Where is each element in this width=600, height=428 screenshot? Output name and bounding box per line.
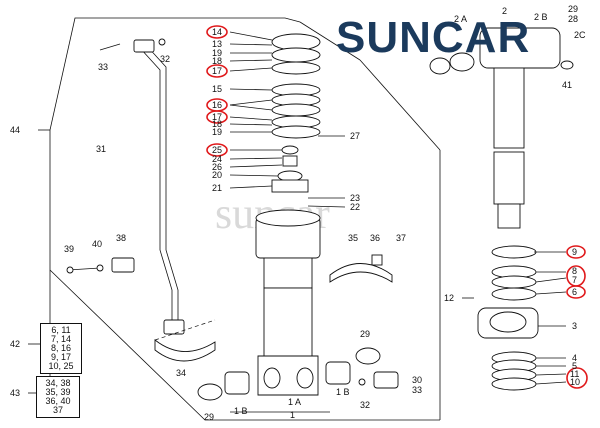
label-6: 6	[572, 287, 577, 297]
label-3: 3	[572, 321, 577, 331]
label-40: 40	[92, 239, 102, 249]
kit-43-table: 34, 38 35, 39 36, 40 37	[36, 376, 80, 418]
label-8: 8	[572, 266, 577, 276]
kit-42-row: 6, 11	[51, 325, 71, 335]
label-30: 30	[412, 375, 422, 385]
label-38: 38	[116, 233, 126, 243]
label-10: 10	[570, 377, 580, 387]
label-14: 14	[212, 27, 222, 37]
label-25: 25	[212, 145, 222, 155]
highlight-25	[206, 143, 228, 157]
label-42: 42	[10, 339, 20, 349]
label-2c: 2C	[574, 30, 586, 40]
label-39: 39	[64, 244, 74, 254]
pipe-31	[133, 39, 185, 335]
kit-42-row: 7, 14	[50, 334, 72, 344]
label-2: 2	[502, 6, 507, 16]
highlight-9	[566, 245, 586, 259]
cylinder-barrel	[255, 209, 321, 396]
label-32-bottom: 32	[360, 400, 370, 410]
label-13: 13	[212, 39, 222, 49]
label-36: 36	[370, 233, 380, 243]
label-5: 5	[572, 361, 577, 371]
label-41: 41	[562, 80, 572, 90]
highlight-6	[566, 285, 586, 299]
kit-43-row: 37	[52, 405, 63, 415]
kit-43-row: 35, 39	[45, 387, 71, 397]
label-22: 22	[350, 202, 360, 212]
kit-43-row: 34, 38	[45, 378, 71, 388]
label-17-bottom: 17	[212, 112, 222, 122]
label-23: 23	[350, 193, 360, 203]
label-29-mid: 29	[360, 329, 370, 339]
label-15: 15	[212, 84, 222, 94]
label-2b: 2 B	[534, 12, 548, 22]
label-19-bottom: 19	[212, 127, 222, 137]
label-21: 21	[212, 183, 222, 193]
label-1b-right: 1 B	[336, 387, 350, 397]
label-31: 31	[96, 144, 106, 154]
label-43: 43	[10, 388, 20, 398]
block-38	[111, 257, 135, 273]
label-33-top: 33	[98, 62, 108, 72]
label-1a: 1 A	[288, 397, 301, 407]
kit-42-table: 6, 11 7, 14 8, 16 9, 17 10, 25	[40, 323, 82, 374]
label-34: 34	[176, 368, 186, 378]
brand-logo: SUNCAR	[336, 13, 530, 62]
label-24: 24	[212, 154, 222, 164]
bolt-39-40	[66, 264, 104, 274]
label-26: 26	[212, 162, 222, 172]
label-37: 37	[396, 233, 406, 243]
label-4: 4	[572, 353, 577, 363]
label-1: 1	[290, 410, 295, 420]
label-1b-left: 1 B	[234, 406, 248, 416]
label-11: 11	[570, 369, 579, 379]
right-seals	[462, 245, 539, 391]
label-18-bottom: 18	[212, 119, 222, 129]
highlight-17-top	[206, 64, 228, 78]
seal-stack	[271, 33, 321, 193]
shaft-2	[429, 27, 574, 229]
kit-42-row: 8, 16	[50, 343, 72, 353]
bolt-32-33	[99, 38, 166, 51]
label-16: 16	[212, 100, 222, 110]
label-29-top: 29	[568, 4, 578, 14]
label-28: 28	[568, 14, 578, 24]
label-33-bottom: 33	[412, 385, 422, 395]
highlight-17-bottom	[206, 110, 228, 124]
highlight-circles	[206, 25, 588, 389]
kit-42-row: 10, 25	[48, 361, 74, 371]
label-44: 44	[10, 125, 20, 135]
label-20: 20	[212, 170, 222, 180]
highlight-11-10	[566, 367, 588, 389]
highlight-14	[206, 25, 228, 39]
label-35: 35	[348, 233, 358, 243]
clamp-34	[154, 319, 216, 362]
kit-43-row: 36, 40	[45, 396, 71, 406]
leader-lines	[28, 31, 567, 413]
label-7: 7	[572, 275, 577, 285]
label-18-top: 18	[212, 56, 222, 66]
label-12: 12	[444, 293, 454, 303]
label-27: 27	[350, 131, 360, 141]
label-29-bottom: 29	[204, 412, 214, 422]
label-17-top: 17	[212, 66, 222, 76]
label-9: 9	[572, 247, 577, 257]
label-32-top: 32	[160, 54, 170, 64]
label-2a: 2 A	[454, 14, 467, 24]
label-19-top: 19	[212, 48, 222, 58]
bushings-1b	[197, 347, 399, 401]
kit-42-row: 9, 17	[50, 352, 72, 362]
clamp-35	[329, 254, 393, 283]
